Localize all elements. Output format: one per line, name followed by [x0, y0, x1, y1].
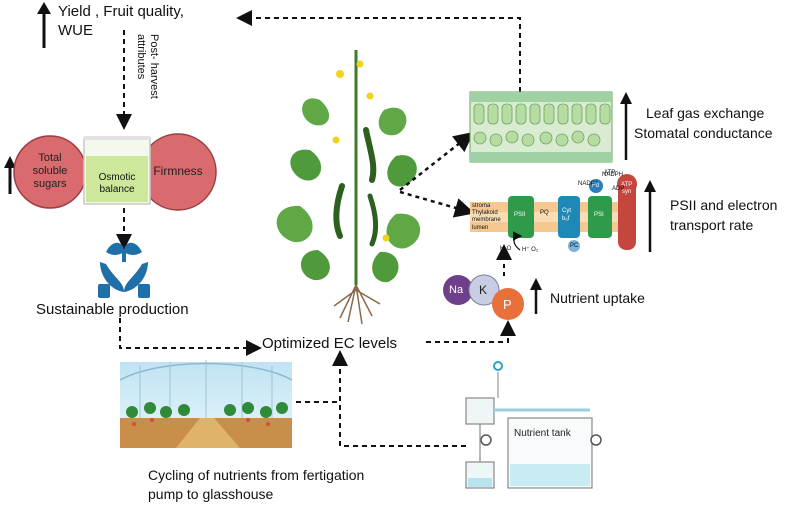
ion-k-circle	[468, 274, 500, 306]
leaf-gas-label-line1: Leaf gas exchange	[646, 105, 765, 121]
yield-label-line1: Yield , Fruit quality,	[58, 3, 184, 20]
membrane-atp-out-label: ATP	[604, 170, 616, 176]
osmotic-label: Osmotic balance	[88, 172, 146, 196]
membrane-pq-label: PQ	[540, 210, 549, 216]
dashed-arrow-plant-to-leaf	[399, 131, 474, 191]
membrane-h2o-label: H₂O	[500, 246, 512, 252]
dashed-arrow-plant-to-membrane	[399, 190, 475, 218]
membrane-atp-label: ATP	[621, 182, 633, 188]
membrane-syn-label: syn	[622, 189, 632, 195]
osmotic-line1: Osmotic	[98, 172, 136, 183]
membrane-adp-label: ADP	[612, 186, 625, 192]
up-arrow-psii-icon	[644, 180, 656, 252]
sugars-line2: soluble	[32, 165, 68, 177]
yield-label-line2: WUE	[58, 22, 93, 39]
sugars-line3: sugars	[33, 178, 67, 190]
membrane-stroma-label: stroma	[472, 203, 491, 209]
dashed-line-tank-to-cycle	[339, 402, 466, 447]
psii-label-line1: PSII and electron	[670, 197, 778, 213]
cucumber-plant-illustration	[276, 50, 421, 325]
sugars-label: Total soluble sugars	[22, 152, 78, 191]
membrane-nadph-label: NADPH	[602, 172, 624, 178]
ion-k-label: K	[479, 283, 488, 297]
membrane-lumen-label: lumen	[472, 225, 489, 231]
cycling-label-line2: pump to glasshouse	[148, 486, 274, 502]
up-arrow-leaf-icon	[620, 92, 632, 160]
dashed-arrow-ec-to-ions	[426, 320, 516, 343]
ion-na-label: Na	[449, 284, 464, 296]
membrane-nadp-label: NADP⁺	[578, 181, 598, 187]
membrane-pc-label: PC	[570, 243, 579, 249]
thylakoid-membrane-illustration	[470, 174, 637, 252]
dashed-arrow-cycling-to-ec	[296, 350, 348, 403]
post-harvest-line1: Post- harvest	[148, 34, 160, 99]
up-arrow-nutrient-icon	[530, 278, 542, 314]
firmness-label: Firmness	[153, 164, 203, 178]
up-arrow-sugars-icon	[4, 156, 16, 194]
membrane-thylakoid-label: Thylakoid	[472, 210, 498, 216]
membrane-cyt-sub-label: b₆f	[562, 216, 570, 222]
dashed-arrow-to-yield	[236, 10, 521, 92]
nutrient-tank-label: Nutrient tank	[514, 428, 571, 439]
ion-p-circle	[492, 288, 524, 320]
optimized-ec-label: Optimized EC levels	[262, 335, 398, 352]
leaf-gas-label-line2: Stomatal conductance	[634, 125, 773, 141]
cycling-label-line1: Cycling of nutrients from fertigation	[148, 467, 365, 483]
membrane-psii-label: PSII	[514, 212, 526, 218]
sustainable-production-label: Sustainable production	[36, 301, 189, 318]
greenhouse-illustration	[119, 360, 293, 448]
leaf-cross-section-illustration	[469, 91, 613, 163]
post-harvest-line2: attributes	[135, 34, 147, 80]
ion-na-circle	[443, 275, 473, 305]
membrane-psi-label: PSI	[594, 212, 604, 218]
membrane-word-label: membrane	[472, 217, 501, 223]
nutrient-uptake-label: Nutrient uptake	[550, 290, 645, 306]
sustainable-hands-icon	[98, 242, 150, 298]
sugars-line1: Total	[38, 152, 62, 164]
membrane-fd-label: Fd	[592, 183, 600, 189]
dashed-arrow-sustainable-to-ec	[119, 318, 262, 356]
up-arrow-yield-icon	[37, 2, 51, 48]
membrane-cyt-label: Cyt	[562, 208, 571, 214]
nutrient-tank-illustration	[465, 361, 602, 489]
post-harvest-label: Post- harvest attributes	[134, 34, 160, 99]
membrane-o2-label: H⁺ O₂	[522, 247, 539, 253]
psii-label-line2: transport rate	[670, 217, 754, 233]
ion-p-label: P	[503, 297, 512, 312]
beaker-icon	[83, 136, 151, 205]
osmotic-line2: balance	[99, 184, 135, 195]
